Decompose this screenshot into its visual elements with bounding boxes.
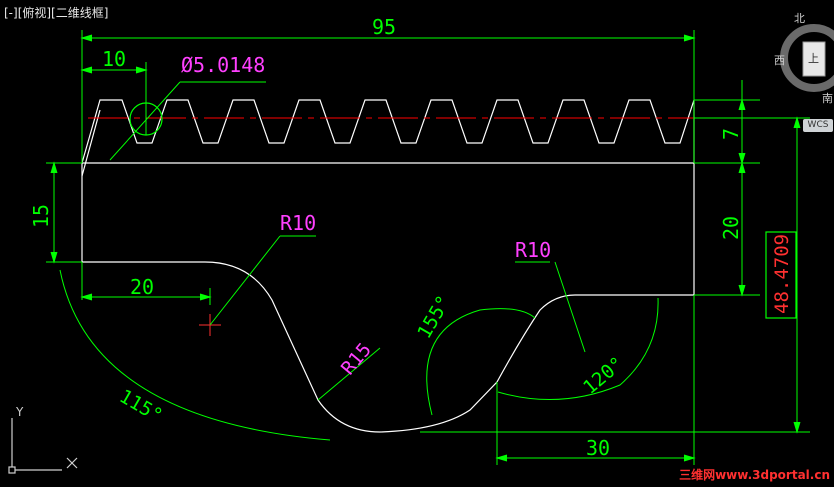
dim-radius-right: R10 <box>515 238 551 262</box>
total-height-box <box>765 231 797 319</box>
dimension-lines <box>46 30 810 465</box>
dim-angle-right: 120° <box>579 353 628 399</box>
dim-diameter: Ø5.0148 <box>181 53 265 77</box>
dim-left-height: 15 <box>29 204 53 228</box>
bottom-profile <box>82 261 694 433</box>
dim-overall-width: 95 <box>372 15 396 39</box>
dim-tooth-height: 7 <box>719 128 743 140</box>
cube-north[interactable]: 北 <box>794 12 805 25</box>
dim-bottom-width: 30 <box>586 436 610 460</box>
wcs-button[interactable]: WCS <box>803 119 833 132</box>
rack-teeth-profile <box>81 99 695 164</box>
left-chamfer <box>81 109 101 177</box>
ucs-icon <box>8 418 78 474</box>
dim-radius-mid: R15 <box>337 339 376 379</box>
ucs-y-label: Y <box>15 405 24 419</box>
cube-south[interactable]: 南 <box>822 92 833 105</box>
dim-right-height: 20 <box>719 216 743 240</box>
cube-top-face[interactable]: 上 <box>808 52 819 65</box>
dim-left-offset: 20 <box>130 275 154 299</box>
view-cube[interactable]: 北 西 上 南 <box>774 8 834 108</box>
view-cube-ring <box>780 24 834 92</box>
viewport-controls-label[interactable]: [-][俯视][二维线框] <box>4 6 109 20</box>
dim-pitch: 10 <box>102 47 126 71</box>
cube-west[interactable]: 西 <box>774 54 785 67</box>
dim-radius-left: R10 <box>280 211 316 235</box>
watermark: 三维网www.3dportal.cn <box>679 468 830 482</box>
dim-angle-mid: 155° <box>413 292 455 343</box>
dim-total-height: 48.4709 <box>771 234 793 314</box>
dim-angle-left: 115° <box>116 385 167 427</box>
rack-geometry <box>81 99 695 433</box>
